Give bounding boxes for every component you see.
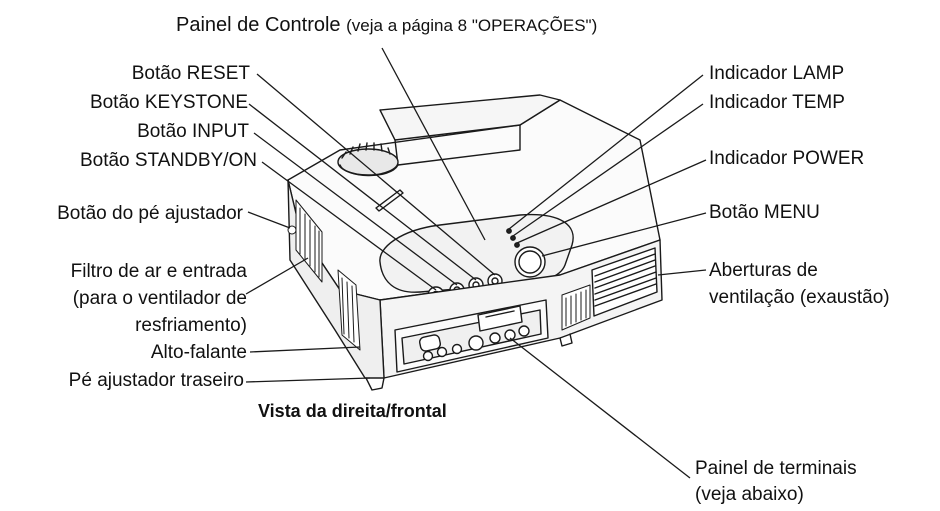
power-indicator	[514, 242, 520, 248]
leader-input	[253, 132, 458, 286]
figure-caption: Vista da direita/frontal	[258, 401, 447, 421]
leader-power	[516, 159, 707, 244]
callout-terminals-line2: (veja abaixo)	[695, 484, 804, 505]
callout-lamp-indicator: Indicador LAMP	[709, 63, 845, 84]
callout-keystone-button: Botão KEYSTONE	[89, 92, 248, 113]
leader-reset	[256, 73, 496, 276]
leader-standby	[261, 161, 437, 291]
callout-speaker: Alto-falante	[150, 342, 247, 363]
callout-air-filter-line3: resfriamento)	[135, 315, 247, 336]
lamp-indicator	[506, 228, 512, 234]
callout-foot-button: Botão do pé ajustador	[57, 203, 243, 224]
callout-vents-line1: Aberturas de	[709, 260, 818, 281]
diagram-title: Painel de Controle (veja a página 8 "OPE…	[176, 14, 597, 37]
leader-terminals	[509, 337, 691, 479]
callout-standby-button: Botão STANDBY/ON	[79, 150, 257, 171]
temp-indicator	[510, 235, 516, 241]
leader-vents	[657, 269, 707, 276]
title-main: Painel de Controle	[176, 14, 341, 36]
leader-lines	[245, 47, 707, 479]
terminal-panel	[394, 299, 549, 373]
callout-vents-line2: ventilação (exaustão)	[709, 287, 890, 308]
callout-power-indicator: Indicador POWER	[709, 148, 865, 169]
title-note: (veja a página 8 "OPERAÇÕES")	[346, 16, 598, 35]
leader-keystone	[248, 103, 477, 281]
callout-menu-button: Botão MENU	[709, 202, 820, 223]
air-filter-grille	[287, 199, 323, 283]
leader-lamp	[508, 74, 704, 230]
leader-rear-foot	[245, 377, 371, 383]
callout-input-button: Botão INPUT	[137, 121, 249, 142]
callout-terminals-line1: Painel de terminais	[695, 458, 857, 479]
speaker-grille	[561, 284, 591, 331]
exhaust-vents	[591, 247, 658, 317]
side-speaker-grille	[337, 269, 361, 351]
rear-adjuster-foot	[365, 377, 385, 391]
leader-menu	[541, 212, 707, 257]
leader-foot	[247, 211, 291, 229]
leader-title	[381, 47, 486, 241]
callout-rear-foot: Pé ajustador traseiro	[68, 370, 244, 391]
leader-filter	[245, 257, 309, 295]
leader-speaker	[249, 346, 361, 353]
callout-reset-button: Botão RESET	[131, 63, 250, 84]
callout-air-filter-line1: Filtro de ar e entrada	[70, 261, 247, 282]
callout-air-filter-line2: (para o ventilador de	[72, 288, 247, 309]
callout-temp-indicator: Indicador TEMP	[709, 92, 845, 113]
leader-temp	[512, 103, 704, 237]
